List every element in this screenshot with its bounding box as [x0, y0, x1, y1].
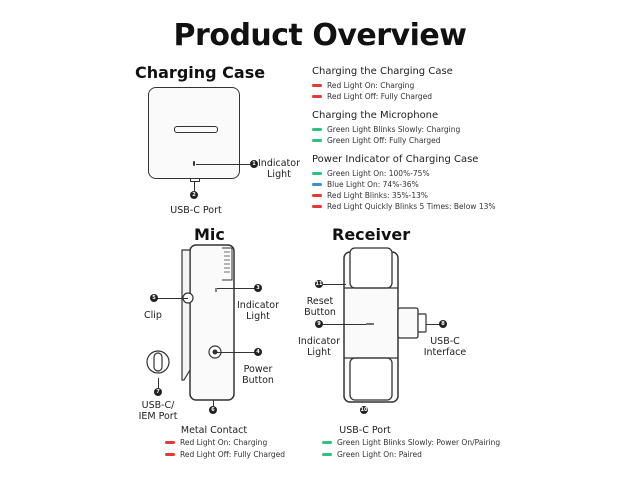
legend-item: Red Light On: Charging	[165, 438, 267, 447]
status-light-swatch	[322, 441, 332, 444]
status-light-swatch	[312, 95, 322, 98]
legend-item-text: Green Light On: 100%-75%	[327, 169, 430, 178]
receiver-title: Receiver	[332, 225, 411, 244]
callout-2: 2	[190, 191, 198, 199]
receiver-indicator-label: Indicator Light	[298, 336, 340, 358]
legend-item-text: Red Light Blinks: 35%-13%	[327, 191, 429, 200]
status-light-swatch	[312, 128, 322, 131]
case-indicator-light	[193, 161, 195, 166]
callout-3: 3	[254, 284, 262, 292]
legend-item-text: Red Light Quickly Blinks 5 Times: Below …	[327, 202, 496, 211]
mic-usb-port-detail	[146, 350, 170, 374]
leader-line	[322, 324, 366, 325]
status-light-swatch	[312, 183, 322, 186]
legend-item: Red Light On: Charging	[312, 81, 414, 90]
legend-item-text: Red Light On: Charging	[180, 438, 268, 447]
legend-item-text: Red Light Off: Fully Charged	[327, 92, 433, 101]
callout-9: 9	[315, 320, 323, 328]
mic-metal-label: Metal Contact	[180, 425, 248, 436]
legend-item: Green Light On: Paired	[322, 450, 422, 459]
legend-item-text: Green Light Off: Fully Charged	[327, 136, 441, 145]
legend-case-heading: Charging the Charging Case	[312, 66, 453, 77]
case-indicator-label: Indicator Light	[258, 158, 300, 180]
status-light-swatch	[165, 453, 175, 456]
legend-item-text: Red Light On: Charging	[327, 81, 415, 90]
leader-line	[426, 324, 440, 325]
legend-item: Red Light Off: Fully Charged	[312, 92, 432, 101]
receiver-usb-port-label: USB-C Port	[339, 425, 391, 436]
legend-item: Green Light Blinks Slowly: Charging	[312, 125, 460, 134]
legend-item: Red Light Quickly Blinks 5 Times: Below …	[312, 202, 496, 211]
mic-usb-label: USB-C/ IEM Port	[138, 400, 178, 422]
legend-item: Green Light Blinks Slowly: Power On/Pair…	[322, 438, 500, 447]
status-light-swatch	[312, 172, 322, 175]
legend-power-heading: Power Indicator of Charging Case	[312, 154, 479, 165]
leader-line	[158, 378, 159, 388]
status-light-swatch	[312, 205, 322, 208]
callout-7: 7	[154, 388, 162, 396]
mic-indicator-label: Indicator Light	[237, 300, 279, 322]
leader-line	[156, 298, 188, 299]
status-light-swatch	[322, 453, 332, 456]
callout-6: 6	[209, 406, 217, 414]
leader-line	[213, 400, 214, 406]
callout-11: 11	[315, 280, 323, 288]
receiver-illustration	[343, 247, 427, 403]
legend-item: Blue Light On: 74%-36%	[312, 180, 419, 189]
legend-item-text: Blue Light On: 74%-36%	[327, 180, 419, 189]
legend-mic-heading: Charging the Microphone	[312, 110, 439, 121]
receiver-reset-label: Reset Button	[304, 296, 336, 318]
case-slot	[174, 126, 218, 133]
status-light-swatch	[312, 139, 322, 142]
legend-item-text: Green Light Blinks Slowly: Charging	[327, 125, 461, 134]
status-light-swatch	[312, 194, 322, 197]
receiver-usb-interface-label: USB-C Interface	[423, 336, 467, 358]
legend-item: Green Light Off: Fully Charged	[312, 136, 441, 145]
legend-item-text: Green Light Blinks Slowly: Power On/Pair…	[337, 438, 501, 447]
mic-title: Mic	[194, 225, 225, 244]
callout-10: 10	[360, 406, 368, 414]
leader-line	[322, 284, 346, 285]
legend-item: Red Light Blinks: 35%-13%	[312, 191, 428, 200]
charging-case-title: Charging Case	[135, 63, 266, 82]
legend-item: Red Light Off: Fully Charged	[165, 450, 285, 459]
leader-line	[217, 288, 255, 289]
leader-line	[196, 164, 252, 165]
mic-illustration	[181, 244, 235, 401]
status-light-swatch	[312, 84, 322, 87]
legend-item-text: Red Light Off: Fully Charged	[180, 450, 286, 459]
leader-line	[215, 352, 255, 353]
mic-clip-label: Clip	[144, 310, 162, 321]
mic-power-label: Power Button	[242, 364, 274, 386]
case-usb-label: USB-C Port	[170, 205, 222, 216]
legend-item-text: Green Light On: Paired	[337, 450, 422, 459]
callout-1: 1	[250, 160, 258, 168]
page-title: Product Overview	[173, 18, 467, 53]
callout-8: 8	[439, 320, 447, 328]
leader-line	[194, 181, 195, 191]
callout-5: 5	[150, 294, 158, 302]
callout-4: 4	[254, 348, 262, 356]
status-light-swatch	[165, 441, 175, 444]
case-usb-port	[190, 178, 200, 182]
legend-item: Green Light On: 100%-75%	[312, 169, 430, 178]
